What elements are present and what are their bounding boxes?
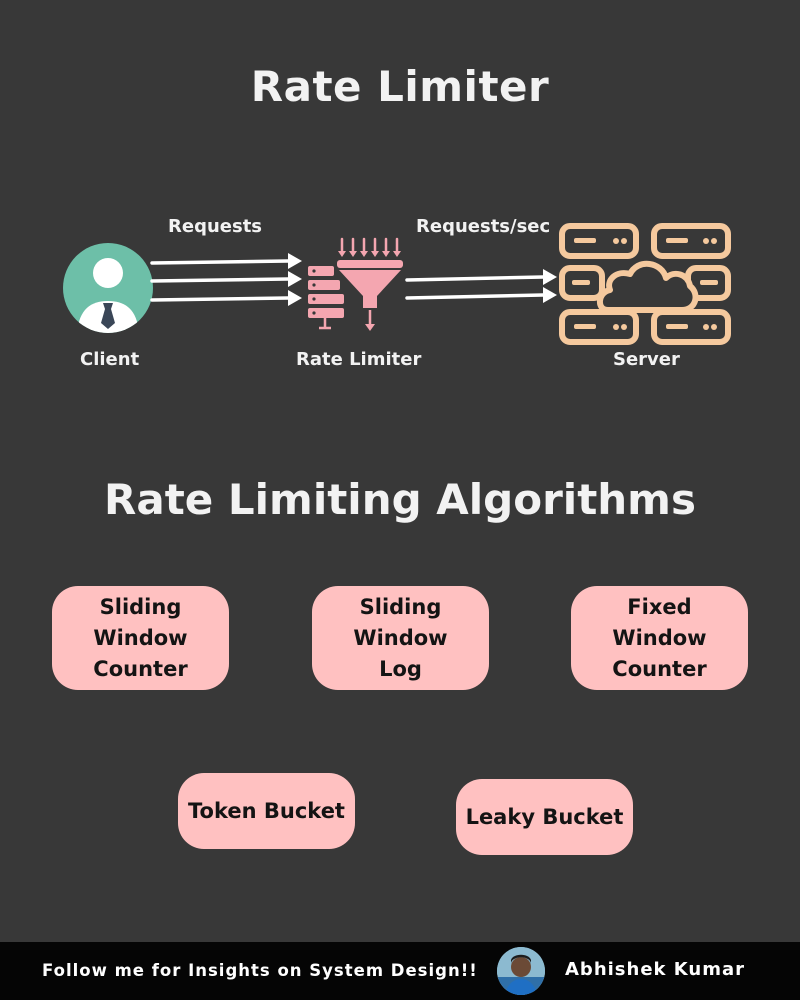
rate-limiter-label: Rate Limiter [296,349,422,370]
requests-per-sec-label: Requests/sec [416,216,551,237]
arrow-right-icon [150,259,290,265]
limited-request-arrows [405,269,557,303]
algorithm-label: Fixed Window Counter [612,594,707,681]
arrow-right-icon [405,275,545,282]
algorithm-fixed-window-counter: Fixed Window Counter [571,586,748,690]
client-label: Client [80,349,140,370]
funnel-server-icon [308,237,403,331]
author-photo-icon [497,947,545,995]
algorithm-label: Sliding Window Log [353,594,448,681]
client-request-arrows [150,253,302,306]
algorithm-label: Sliding Window Counter [93,594,188,681]
page-title: Rate Limiter [250,62,550,111]
author-name: Abhishek Kumar [565,959,745,980]
footer-bar: Follow me for Insights on System Design!… [0,942,800,1000]
client-avatar-icon [63,243,153,333]
arrow-right-icon [150,296,290,302]
cloud-server-icon [559,223,731,345]
server-label: Server [613,349,680,370]
algorithm-label: Leaky Bucket [465,804,624,829]
algorithms-title: Rate Limiting Algorithms [104,475,696,524]
arrow-right-icon [150,277,290,283]
algorithm-sliding-window-counter: Sliding Window Counter [52,586,229,690]
algorithm-label: Token Bucket [188,798,345,823]
requests-label: Requests [168,216,263,237]
algorithm-token-bucket: Token Bucket [178,773,355,849]
arrow-right-icon [405,293,545,300]
footer-cta: Follow me for Insights on System Design!… [42,961,478,980]
algorithm-sliding-window-log: Sliding Window Log [312,586,489,690]
algorithm-leaky-bucket: Leaky Bucket [456,779,633,855]
avatar [497,947,545,995]
